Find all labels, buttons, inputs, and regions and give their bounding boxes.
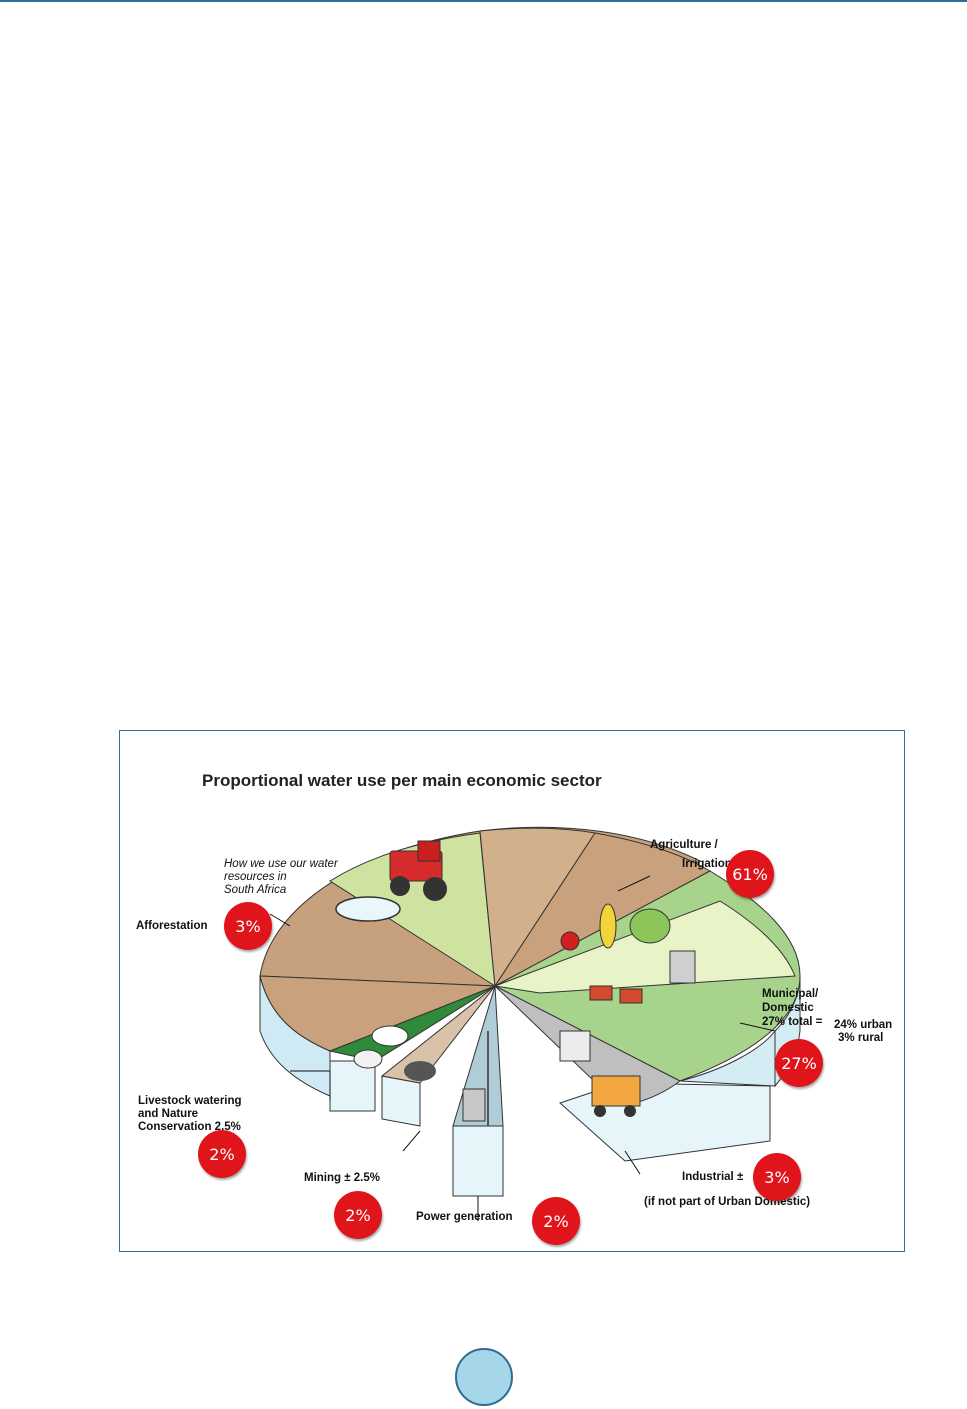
- badge-power-generation: 2%: [532, 1197, 580, 1245]
- label-power-generation: Power generation: [416, 1211, 513, 1223]
- label-livestock-line-1: Livestock watering: [138, 1095, 242, 1107]
- label-municipal-line-1: Municipal/: [762, 988, 819, 1000]
- pie-decorations: [335, 840, 696, 1126]
- label-mining: Mining ± 2.5%: [304, 1172, 380, 1184]
- label-industrial: Industrial ±: [682, 1171, 744, 1183]
- badge-livestock: 2%: [198, 1130, 246, 1178]
- label-municipal-line-2: Domestic: [762, 1002, 814, 1014]
- label-agriculture-line-2: Irrigation: [682, 858, 732, 870]
- page-number-badge: [455, 1348, 513, 1406]
- subtitle-line-1: How we use our water: [224, 858, 338, 870]
- badge-municipal: 27%: [775, 1039, 823, 1087]
- leader-lines: [269, 875, 776, 1221]
- header-rule: [0, 0, 967, 2]
- badge-afforestation: 3%: [224, 902, 272, 950]
- subtitle-line-3: South Africa: [224, 884, 287, 896]
- pie-illustration: [259, 826, 801, 1221]
- label-municipal-line-4: 24% urban: [834, 1019, 893, 1031]
- subtitle-line-2: resources in: [224, 871, 287, 883]
- pie-top-slices: [259, 826, 801, 1127]
- figure-title: Proportional water use per main economic…: [202, 771, 602, 790]
- label-afforestation: Afforestation: [136, 920, 208, 932]
- label-municipal-line-3: 27% total =: [762, 1016, 823, 1028]
- label-livestock-line-2: and Nature: [138, 1108, 199, 1120]
- water-use-figure: Proportional water use per main economic…: [119, 730, 905, 1252]
- badge-mining: 2%: [334, 1191, 382, 1239]
- badge-agriculture: 61%: [726, 850, 774, 898]
- pie-side-walls: [259, 975, 801, 1197]
- label-agriculture-line-1: Agriculture /: [650, 839, 718, 851]
- label-municipal-line-5: 3% rural: [838, 1032, 884, 1044]
- badge-industrial: 3%: [753, 1153, 801, 1201]
